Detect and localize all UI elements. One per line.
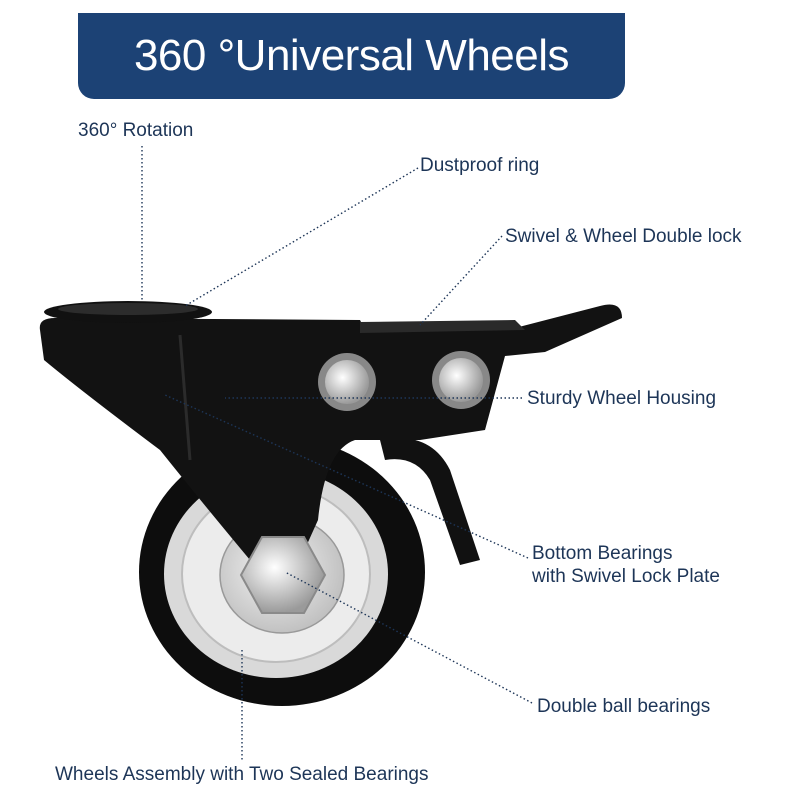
leader-lines	[141, 146, 533, 760]
swivel-lock-plate	[380, 438, 480, 565]
title-banner: 360 °Universal Wheels	[78, 13, 625, 99]
bolt-right	[432, 351, 490, 409]
label-bottom-bearings-2: with Swivel Lock Plate	[532, 566, 720, 587]
title: 360 °Universal Wheels	[133, 31, 570, 80]
label-double-lock: Swivel & Wheel Double lock	[505, 226, 742, 247]
label-rotation: 360° Rotation	[78, 120, 194, 141]
label-bottom-bearings-1: Bottom Bearings	[532, 543, 673, 564]
label-ball-bearings: Double ball bearings	[537, 696, 711, 717]
label-housing: Sturdy Wheel Housing	[527, 388, 717, 409]
bolt-left	[318, 353, 376, 411]
label-wheel-assembly: Wheels Assembly with Two Sealed Bearings	[55, 764, 429, 785]
label-dustproof-ring: Dustproof ring	[420, 155, 540, 176]
hex-nut	[239, 536, 327, 614]
